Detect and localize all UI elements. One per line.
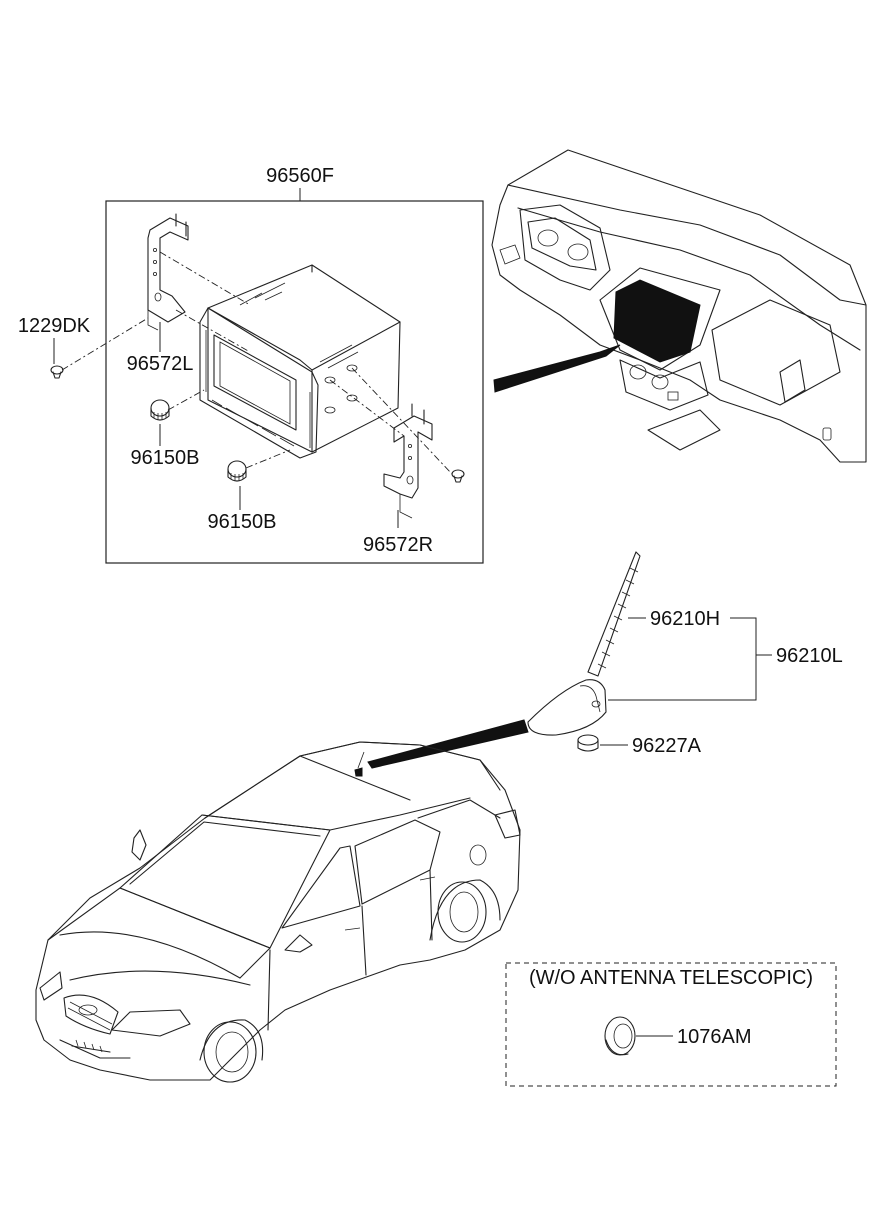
screw-right (451, 469, 465, 483)
label-bracket-right: 96572R (363, 534, 433, 556)
dashboard-head-unit-highlight (613, 279, 701, 363)
knob-upper (150, 399, 170, 421)
label-knob-upper: 96150B (131, 447, 200, 469)
label-bracket-left: 96572L (127, 353, 194, 375)
audio-group-frame (105, 200, 484, 564)
head-unit (199, 264, 401, 459)
antenna-callout-wedge (367, 719, 529, 769)
car-illustration (35, 741, 521, 1083)
label-antenna-pole: 96210H (650, 608, 720, 630)
label-audio-unit: 96560F (266, 165, 334, 187)
label-antenna-assembly: 96210L (776, 645, 843, 667)
label-variant-note: (W/O ANTENNA TELESCOPIC) (529, 967, 813, 989)
label-cap: 1076AM (677, 1026, 752, 1048)
dashboard-illustration (491, 149, 867, 463)
assembly-lines (61, 251, 453, 475)
dashboard-callout-wedge (493, 344, 621, 393)
cap (604, 1016, 636, 1056)
label-knob-lower: 96150B (208, 511, 277, 533)
antenna-base (527, 679, 607, 736)
bracket-right (383, 403, 433, 519)
antenna-nut (577, 734, 599, 752)
variant-frame (505, 962, 837, 1087)
knob-lower (227, 460, 247, 482)
label-screw: 1229DK (18, 315, 91, 337)
screw-left (50, 365, 64, 379)
bracket-left (147, 213, 189, 331)
label-antenna-nut: 96227A (632, 735, 702, 757)
antenna-pole (587, 551, 641, 677)
antenna-assembly-bracket (608, 617, 757, 701)
